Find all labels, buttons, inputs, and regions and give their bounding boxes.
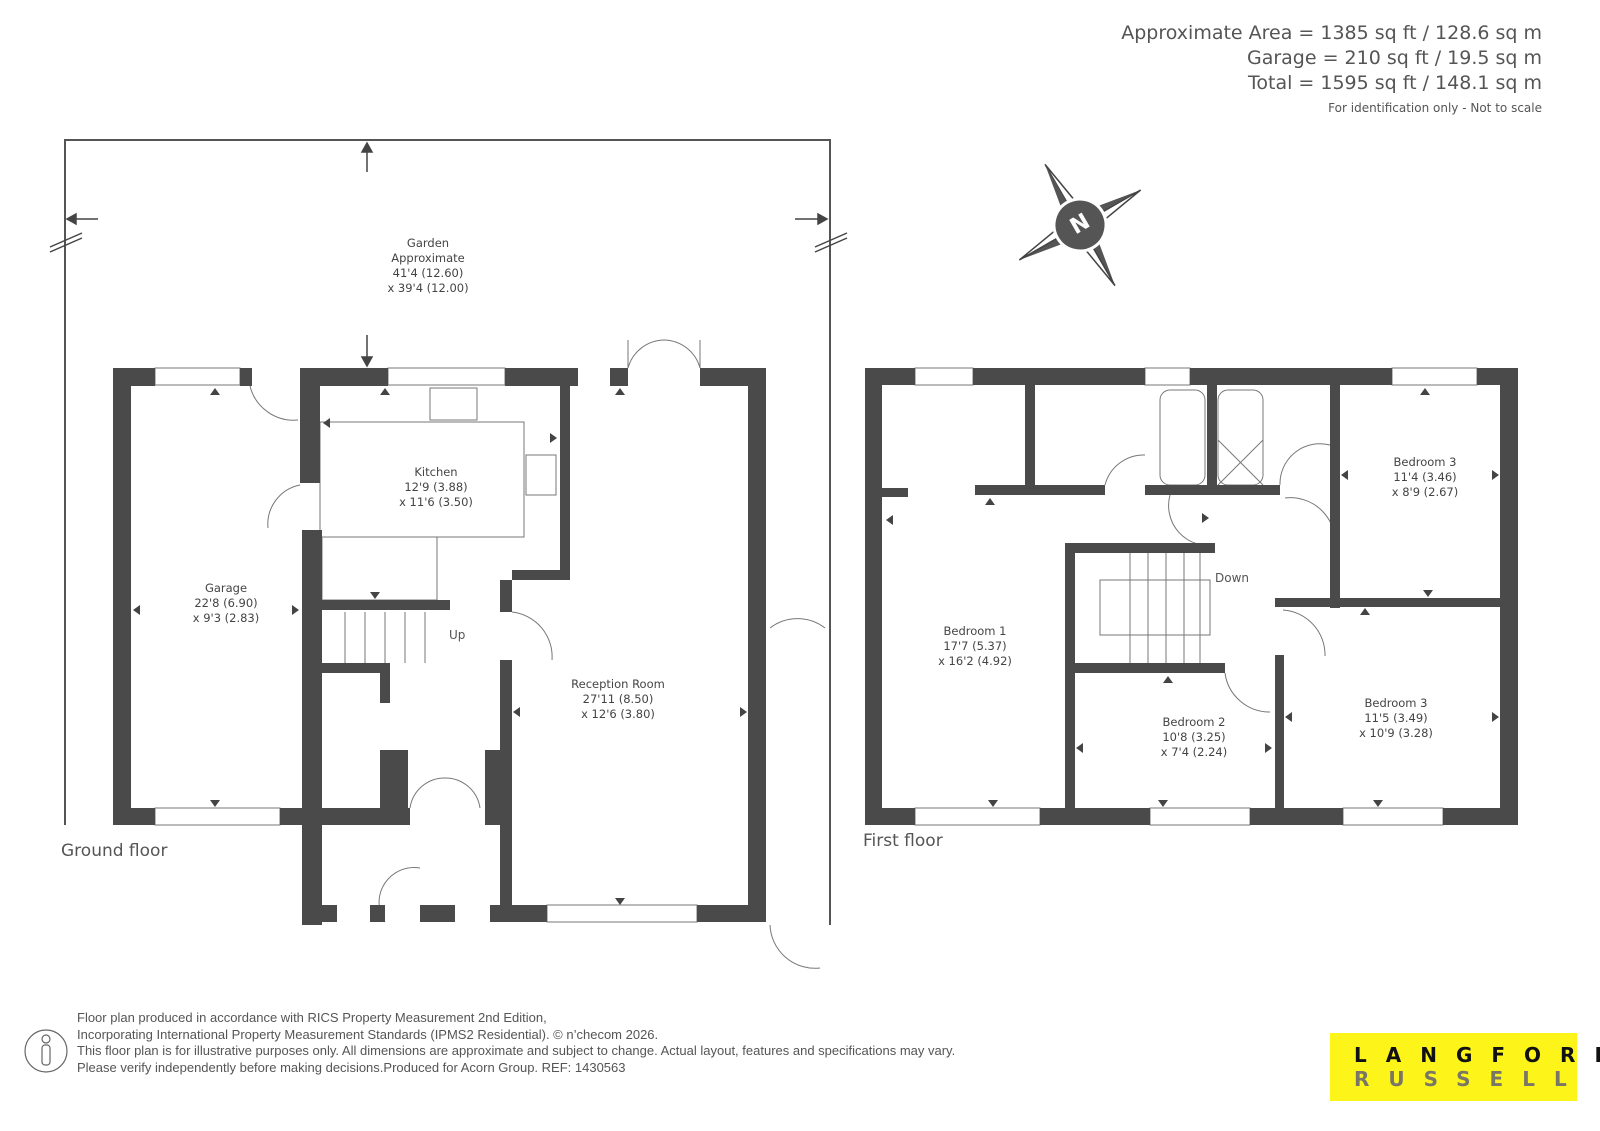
room-name: Bedroom 2 xyxy=(1162,715,1226,729)
footer-line: Please verify independently before makin… xyxy=(77,1059,626,1075)
total-area: Total = 1595 sq ft / 148.1 sq m xyxy=(1248,72,1542,94)
langford-russell-logo: LANGFORD RUSSELL xyxy=(1330,1033,1600,1101)
room-dim: 10'8 (3.25) xyxy=(1162,730,1226,744)
stairs-up-label: Up xyxy=(449,628,466,642)
stairs-down-label: Down xyxy=(1215,571,1250,585)
footer-line: Incorporating International Property Mea… xyxy=(77,1026,659,1042)
room-dim: 41'4 (12.60) xyxy=(392,266,464,280)
scale-note: For identification only - Not to scale xyxy=(1328,101,1542,115)
room-dim: 11'5 (3.49) xyxy=(1364,711,1428,725)
fixtures xyxy=(154,339,1478,969)
room-dim: 17'7 (5.37) xyxy=(943,639,1007,653)
room-name: Garage xyxy=(204,581,248,595)
room-name: Kitchen xyxy=(414,465,458,479)
footer-line: Floor plan produced in accordance with R… xyxy=(77,1010,547,1025)
room-name: Bedroom 3 xyxy=(1364,696,1428,710)
room-name: Garden xyxy=(406,236,450,250)
logo-line-1: LANGFORD xyxy=(1354,1043,1600,1067)
room-dim: x 10'9 (3.28) xyxy=(1359,726,1433,740)
room-dim: x 7'4 (2.24) xyxy=(1160,745,1228,759)
room-dim: x 16'2 (4.92) xyxy=(938,654,1012,668)
garden-arrows xyxy=(49,141,848,368)
compass-icon xyxy=(1018,163,1142,287)
room-dim: 27'11 (8.50) xyxy=(582,692,654,706)
dimension-arrows xyxy=(133,388,1499,905)
room-dim: 12'9 (3.88) xyxy=(404,480,468,494)
logo-line-2: RUSSELL xyxy=(1354,1067,1586,1091)
room-dim: 11'4 (3.46) xyxy=(1393,470,1457,484)
room-name: Bedroom 1 xyxy=(943,624,1007,638)
room-dim: 22'8 (6.90) xyxy=(194,596,258,610)
room-note: Approximate xyxy=(391,251,465,265)
room-dim: x 11'6 (3.50) xyxy=(399,495,473,509)
room-dim: x 8'9 (2.67) xyxy=(1391,485,1459,499)
room-name: Bedroom 3 xyxy=(1393,455,1457,469)
garage-area: Garage = 210 sq ft / 19.5 sq m xyxy=(1246,47,1542,69)
footer-line: This floor plan is for illustrative purp… xyxy=(77,1043,956,1058)
room-dim: x 9'3 (2.83) xyxy=(192,611,260,625)
walls xyxy=(113,368,1518,925)
ground-floor-title: Ground floor xyxy=(61,841,168,861)
room-dim: x 39'4 (12.00) xyxy=(387,281,469,295)
room-dim: x 12'6 (3.80) xyxy=(581,707,655,721)
footer-disclaimer: Floor plan produced in accordance with R… xyxy=(77,1010,955,1076)
garden-outline xyxy=(64,139,831,925)
approximate-area: Approximate Area = 1385 sq ft / 128.6 sq… xyxy=(1121,22,1542,44)
first-floor-title: First floor xyxy=(863,831,943,851)
room-name: Reception Room xyxy=(571,677,665,691)
person-icon xyxy=(24,1029,68,1073)
